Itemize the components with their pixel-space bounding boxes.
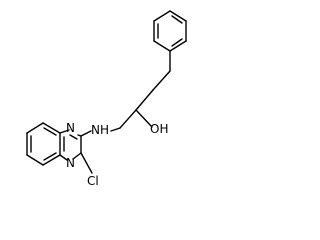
- chemical-structure-diagram: OH NH N N Cl: [26, 10, 187, 188]
- alkyl-chain: [80, 50, 171, 137]
- quinoxaline-ring: [26, 122, 93, 174]
- chloro-label: Cl: [87, 174, 99, 188]
- phenyl-ring: [153, 10, 187, 52]
- amine-label: NH: [91, 123, 109, 137]
- ring-nitrogen-top-label: N: [66, 121, 75, 135]
- hydroxyl-label: OH: [150, 122, 168, 136]
- ring-nitrogen-bottom-label: N: [66, 156, 75, 170]
